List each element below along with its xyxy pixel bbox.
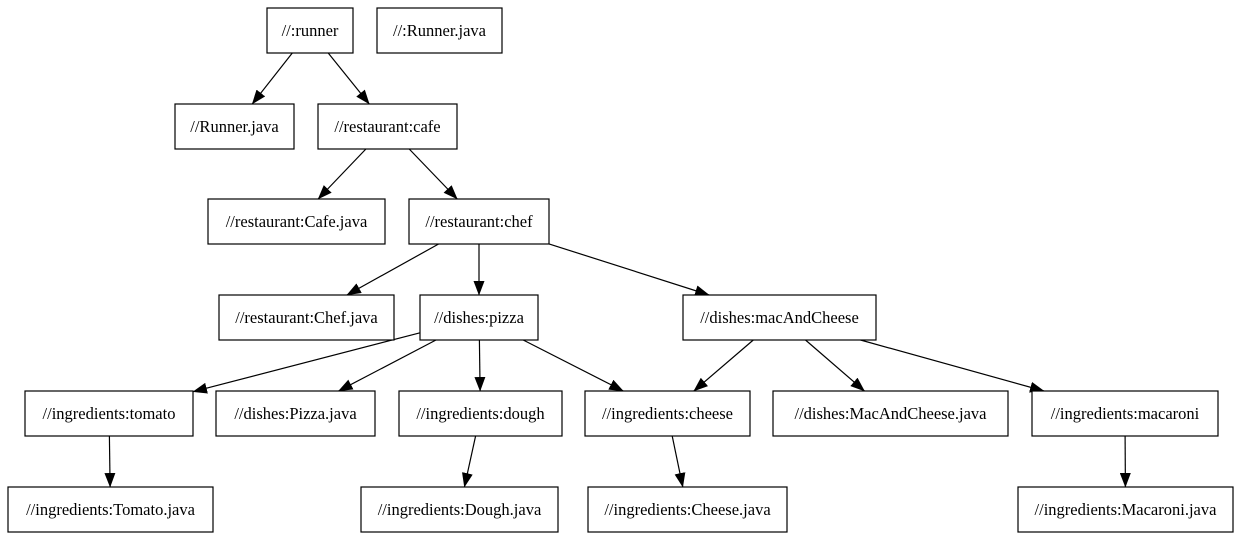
edge-chef-to-chef_java — [346, 243, 439, 296]
node-box-cheese — [584, 390, 751, 437]
node-label-mac_and_cheese_java: //dishes:MacAndCheese.java — [795, 404, 988, 423]
node-dough_java: //ingredients:Dough.java — [360, 486, 559, 533]
node-label-tomato: //ingredients:tomato — [43, 404, 176, 423]
node-label-tomato_java: //ingredients:Tomato.java — [26, 500, 196, 519]
node-dough: //ingredients:dough — [398, 390, 563, 437]
node-box-pizza_java — [215, 390, 376, 437]
node-pizza_java: //dishes:Pizza.java — [215, 390, 376, 437]
node-box-tomato_java — [7, 486, 214, 533]
node-label-cheese_java: //ingredients:Cheese.java — [604, 500, 771, 519]
node-mac_and_cheese_java: //dishes:MacAndCheese.java — [772, 390, 1009, 437]
edge-pizza-to-cheese — [522, 339, 624, 392]
edge-cafe-to-cafe_java — [317, 148, 367, 200]
edge-pizza-to-pizza_java — [338, 339, 437, 392]
node-label-chef: //restaurant:chef — [425, 212, 533, 231]
node-macaroni_java: //ingredients:Macaroni.java — [1017, 486, 1234, 533]
node-cafe_java: //restaurant:Cafe.java — [207, 198, 386, 245]
node-box-chef — [408, 198, 550, 245]
graph-edges — [104, 52, 1131, 488]
node-runner: //:runner — [266, 7, 354, 54]
edge-runner-to-cafe — [327, 52, 370, 105]
edge-cheese-to-cheese_java — [671, 435, 686, 488]
node-label-runner_java_file: //:Runner.java — [393, 21, 487, 40]
node-label-macaroni_java: //ingredients:Macaroni.java — [1035, 500, 1218, 519]
node-chef: //restaurant:chef — [408, 198, 550, 245]
node-label-cheese: //ingredients:cheese — [602, 404, 733, 423]
node-label-dough_java: //ingredients:Dough.java — [378, 500, 542, 519]
edge-dough-to-dough_java — [462, 435, 477, 488]
node-box-runner — [266, 7, 354, 54]
node-pizza: //dishes:pizza — [419, 294, 539, 341]
node-macaroni: //ingredients:macaroni — [1031, 390, 1219, 437]
node-label-chef_java: //restaurant:Chef.java — [235, 308, 378, 327]
node-tomato: //ingredients:tomato — [24, 390, 194, 437]
node-label-macaroni: //ingredients:macaroni — [1051, 404, 1200, 423]
node-cheese_java: //ingredients:Cheese.java — [587, 486, 788, 533]
node-label-mac_and_cheese: //dishes:macAndCheese — [700, 308, 859, 327]
edge-mac_and_cheese-to-macaroni — [860, 339, 1045, 393]
node-runner_java: //Runner.java — [174, 103, 295, 150]
edge-mac_and_cheese-to-mac_and_cheese_java — [805, 339, 865, 392]
node-box-macaroni — [1031, 390, 1219, 437]
node-cafe: //restaurant:cafe — [317, 103, 458, 150]
node-label-pizza: //dishes:pizza — [434, 308, 524, 327]
node-label-cafe: //restaurant:cafe — [334, 117, 440, 136]
node-box-dough_java — [360, 486, 559, 533]
edge-runner-to-runner_java — [251, 52, 293, 105]
node-box-mac_and_cheese_java — [772, 390, 1009, 437]
node-box-dough — [398, 390, 563, 437]
node-box-tomato — [24, 390, 194, 437]
node-label-pizza_java: //dishes:Pizza.java — [234, 404, 357, 423]
node-label-runner: //:runner — [282, 21, 339, 40]
node-box-runner_java — [174, 103, 295, 150]
edge-cafe-to-chef — [408, 148, 458, 200]
edge-pizza-to-tomato — [192, 332, 421, 394]
graph-nodes: //:runner //:Runner.java //Runner.java //re… — [7, 7, 1234, 533]
edge-mac_and_cheese-to-cheese — [693, 339, 754, 392]
node-box-macaroni_java — [1017, 486, 1234, 533]
node-runner_java_file: //:Runner.java — [376, 7, 503, 54]
edge-chef-to-mac_and_cheese — [548, 243, 710, 296]
node-cheese: //ingredients:cheese — [584, 390, 751, 437]
node-box-mac_and_cheese — [682, 294, 877, 341]
node-box-pizza — [419, 294, 539, 341]
node-chef_java: //restaurant:Chef.java — [218, 294, 395, 341]
node-box-cafe — [317, 103, 458, 150]
node-label-dough: //ingredients:dough — [416, 404, 545, 423]
edge-pizza-to-dough — [474, 339, 486, 392]
node-box-chef_java — [218, 294, 395, 341]
node-label-cafe_java: //restaurant:Cafe.java — [226, 212, 368, 231]
node-label-runner_java: //Runner.java — [190, 117, 279, 136]
node-mac_and_cheese: //dishes:macAndCheese — [682, 294, 877, 341]
node-box-runner_java_file — [376, 7, 503, 54]
edge-tomato-to-tomato_java — [104, 435, 116, 488]
node-tomato_java: //ingredients:Tomato.java — [7, 486, 214, 533]
node-box-cheese_java — [587, 486, 788, 533]
node-box-cafe_java — [207, 198, 386, 245]
